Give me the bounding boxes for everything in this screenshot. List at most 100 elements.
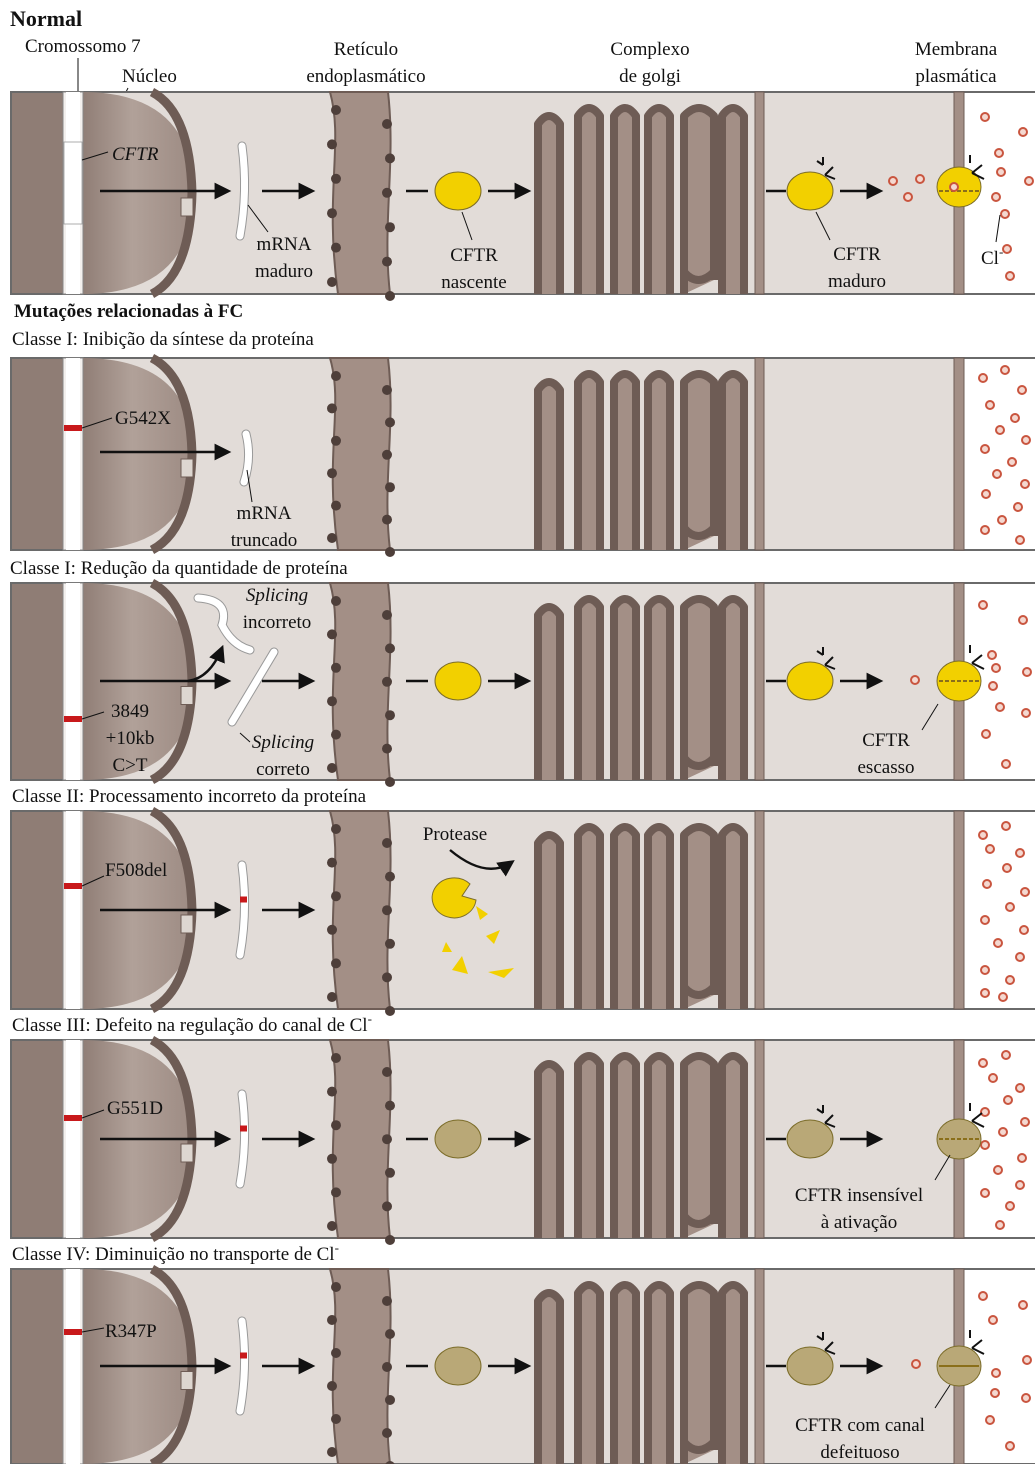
ribosome xyxy=(382,1201,392,1211)
chloride-ion xyxy=(1001,366,1009,374)
chloride-charge: - xyxy=(999,244,1003,259)
ribosome xyxy=(327,403,337,413)
ribosome xyxy=(331,891,341,901)
chloride-ion xyxy=(1020,926,1028,934)
ribosome xyxy=(382,1134,392,1144)
golgi-cisterna xyxy=(578,108,600,294)
golgi-cisterna xyxy=(684,374,714,550)
mrna-mutation-mark xyxy=(240,1353,247,1359)
mutation-mark xyxy=(64,425,82,431)
cftr-nascent-label-2: nascente xyxy=(441,272,506,293)
chloride-ion xyxy=(1006,903,1014,911)
cftr-mature xyxy=(787,662,833,700)
chloride-ion xyxy=(989,1074,997,1082)
ribosome xyxy=(331,596,341,606)
class-1a-title: Classe I: Inibição da síntese da proteín… xyxy=(12,329,314,350)
f508del-label: F508del xyxy=(105,860,167,881)
golgi-label-2: de golgi xyxy=(619,66,681,87)
mutation-mark xyxy=(64,883,82,889)
chloride-ion xyxy=(981,113,989,121)
ribosome xyxy=(385,1235,395,1245)
er-label: Retículo xyxy=(334,39,398,60)
chloride-ion xyxy=(1019,128,1027,136)
chloride-ion xyxy=(996,703,1004,711)
nuclear-pore xyxy=(181,198,193,216)
chloride-ion xyxy=(981,526,989,534)
golgi-cisterna xyxy=(578,374,600,550)
chromosome-band xyxy=(66,811,80,1009)
ribosome xyxy=(331,501,341,511)
cftr-insensitive-label: CFTR insensível xyxy=(795,1185,923,1206)
plasma-membrane xyxy=(954,811,964,1009)
ribosome xyxy=(331,371,341,381)
endoplasmic-reticulum xyxy=(330,92,391,294)
chloride-ion-in-channel xyxy=(950,183,958,191)
chloride-ion xyxy=(1016,1084,1024,1092)
ribosome xyxy=(385,1329,395,1339)
g542x-label: G542X xyxy=(115,408,171,429)
degraded-cftr xyxy=(432,878,476,918)
ribosome xyxy=(382,610,392,620)
chloride-ion xyxy=(989,682,997,690)
ribosome xyxy=(385,547,395,557)
ribosome xyxy=(327,992,337,1002)
ribosome xyxy=(382,257,392,267)
golgi-cisterna xyxy=(578,1285,600,1464)
chloride-ion xyxy=(992,664,1000,672)
chloride-ion xyxy=(988,651,996,659)
chloride-ion xyxy=(1002,1051,1010,1059)
ribosome xyxy=(331,1187,341,1197)
nucleus-label: Núcleo xyxy=(122,66,177,87)
ribosome xyxy=(382,385,392,395)
golgi-trans-face xyxy=(755,811,764,1009)
extracellular-space xyxy=(963,812,1035,1008)
membrane-label: Membrana xyxy=(915,39,998,60)
splicing-incorrect-label-2: incorreto xyxy=(243,612,312,633)
chloride-ion xyxy=(979,831,987,839)
ribosome xyxy=(382,905,392,915)
ribosome xyxy=(327,1154,337,1164)
golgi-cisterna xyxy=(684,827,714,1009)
mutation-3849-label-3: C>T xyxy=(113,755,148,776)
cftr-nascent xyxy=(435,172,481,210)
golgi-cisterna xyxy=(614,374,636,550)
chloride-ion xyxy=(999,993,1007,1001)
golgi-trans-face xyxy=(755,1269,764,1464)
ribosome xyxy=(331,1282,341,1292)
ribosome xyxy=(382,450,392,460)
chloride-ion xyxy=(983,880,991,888)
cftr-defective-channel-label: CFTR com canal xyxy=(795,1415,925,1436)
splicing-correct-label-2: correto xyxy=(256,759,310,780)
chloride-ion xyxy=(986,845,994,853)
chloride-ion xyxy=(981,989,989,997)
chloride-ion xyxy=(986,1416,994,1424)
chloride-ion xyxy=(1006,976,1014,984)
golgi-trans-face xyxy=(755,358,764,550)
nuclear-pore xyxy=(181,915,193,933)
ribosome xyxy=(331,824,341,834)
ribosome xyxy=(382,1067,392,1077)
chloride-ion xyxy=(1006,272,1014,280)
ribosome xyxy=(385,482,395,492)
mutation-mark xyxy=(64,1329,82,1335)
splicing-correct-label: Splicing xyxy=(252,732,314,753)
endoplasmic-reticulum xyxy=(330,811,391,1009)
chloride-ion xyxy=(999,1128,1007,1136)
ribosome xyxy=(327,208,337,218)
ribosome xyxy=(382,972,392,982)
ribosome xyxy=(382,188,392,198)
class-3-title: Classe III: Defeito na regulação do cana… xyxy=(12,1011,372,1036)
chloride-ion xyxy=(1011,414,1019,422)
nuclear-pore xyxy=(181,1144,193,1162)
chloride-ion xyxy=(1016,849,1024,857)
chloride-ion xyxy=(1001,210,1009,218)
golgi-cisterna xyxy=(614,108,636,294)
ribosome xyxy=(327,629,337,639)
ribosome xyxy=(382,515,392,525)
chloride-ion xyxy=(1021,1118,1029,1126)
chloride-ion xyxy=(982,730,990,738)
ribosome xyxy=(382,1296,392,1306)
chloride-ion xyxy=(981,1189,989,1197)
ribosome xyxy=(331,105,341,115)
